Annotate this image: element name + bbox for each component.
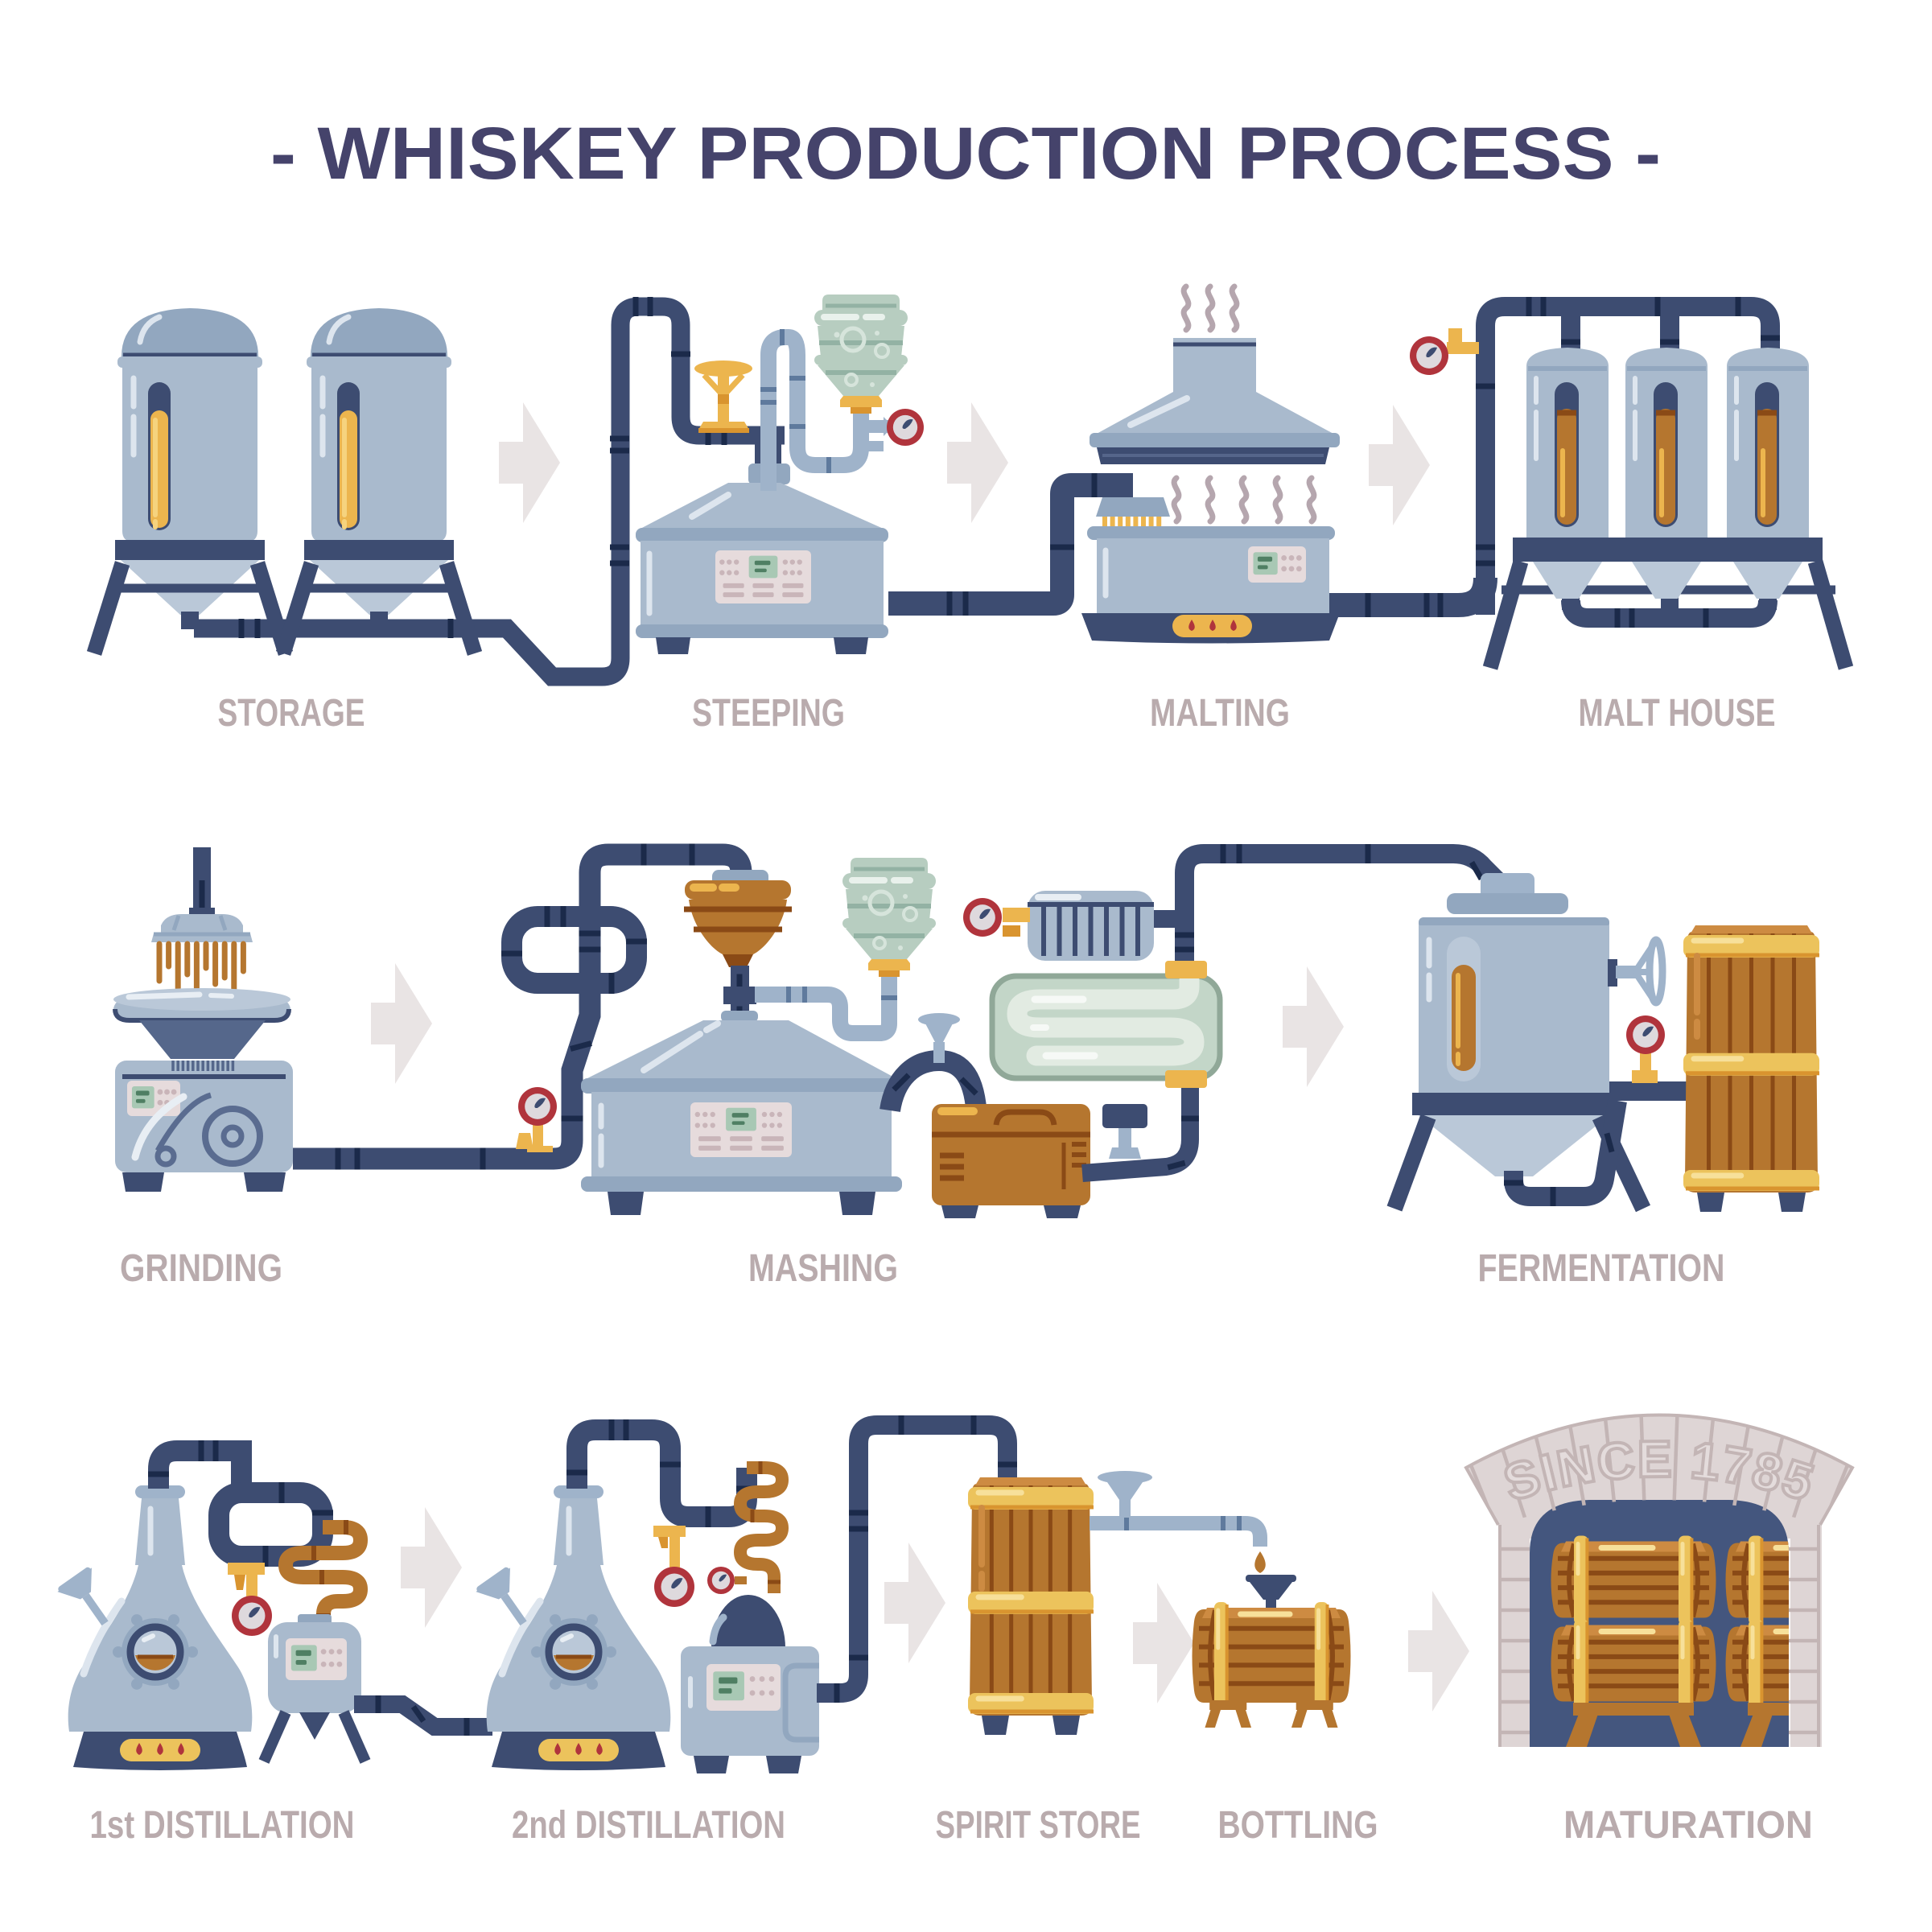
svg-text:2nd DISTILLATION: 2nd DISTILLATION	[512, 1804, 785, 1847]
svg-text:MASHING: MASHING	[748, 1247, 898, 1290]
svg-text:MALT HOUSE: MALT HOUSE	[1579, 692, 1776, 735]
svg-text:MATURATION: MATURATION	[1563, 1804, 1813, 1847]
svg-text:BOTTLING: BOTTLING	[1218, 1804, 1378, 1847]
svg-text:MALTING: MALTING	[1150, 692, 1290, 735]
svg-text:FERMENTATION: FERMENTATION	[1478, 1247, 1725, 1290]
svg-text:SPIRIT STORE: SPIRIT STORE	[936, 1804, 1141, 1847]
svg-text:- WHISKEY PRODUCTION PROCESS -: - WHISKEY PRODUCTION PROCESS -	[270, 113, 1661, 195]
svg-text:GRINDING: GRINDING	[120, 1247, 282, 1290]
svg-text:1st DISTILLATION: 1st DISTILLATION	[90, 1804, 355, 1847]
svg-text:STORAGE: STORAGE	[218, 692, 365, 735]
svg-text:STEEPING: STEEPING	[692, 692, 845, 735]
